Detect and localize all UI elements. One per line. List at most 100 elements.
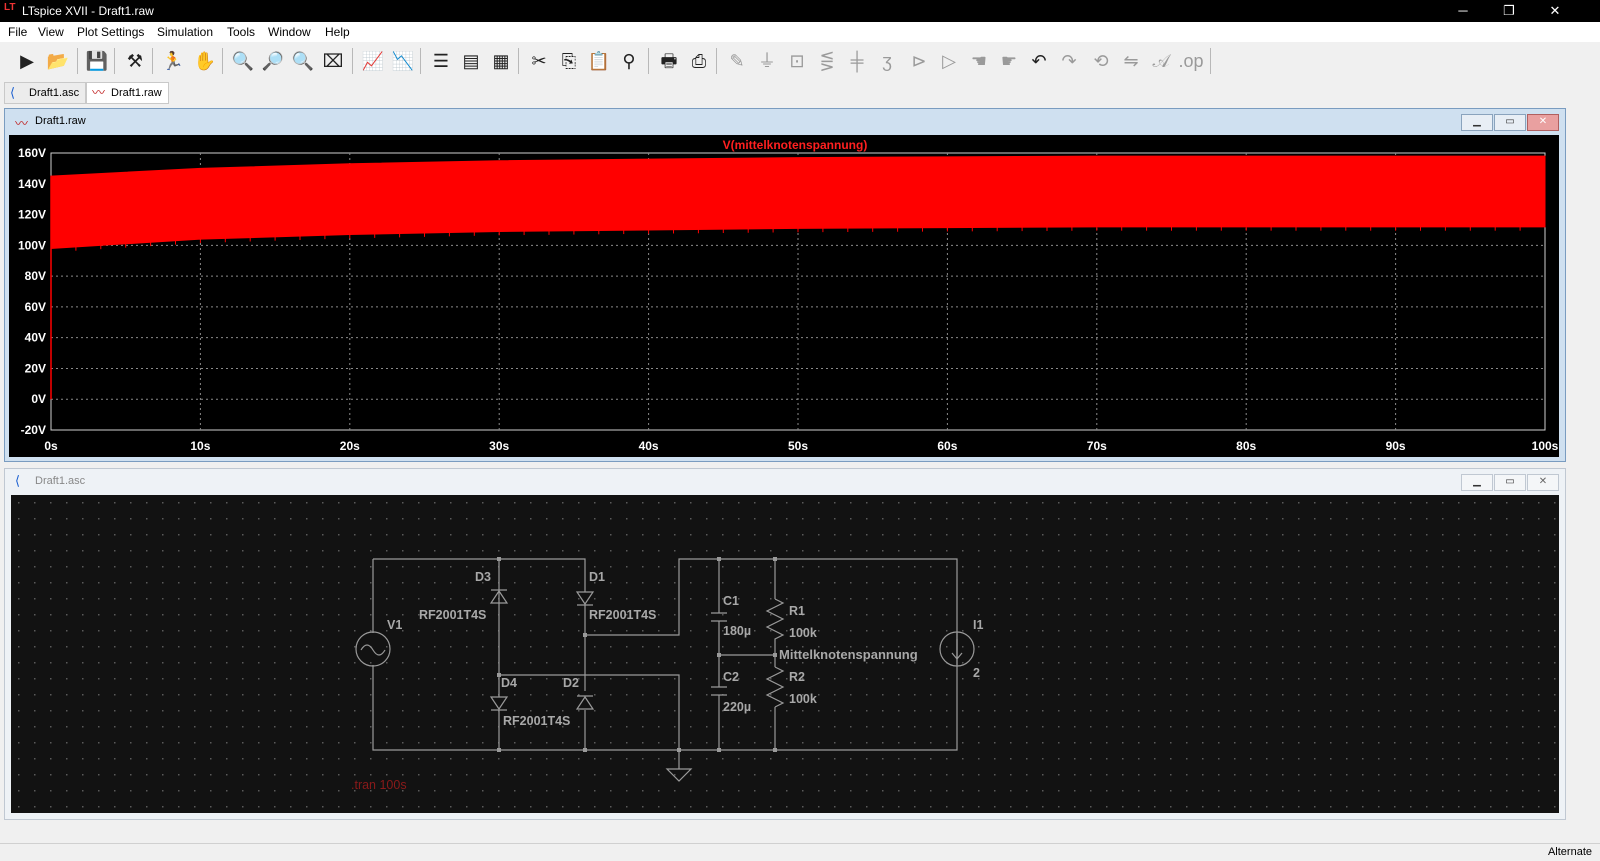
tile-vertical-icon[interactable]: ▤	[462, 51, 480, 71]
c2-label[interactable]: C2	[723, 670, 739, 684]
menu-simulation[interactable]: Simulation	[157, 25, 214, 39]
cut-icon[interactable]: ✂	[531, 51, 547, 71]
close-button[interactable]: ✕	[1549, 3, 1561, 18]
cascade-windows-icon[interactable]: ▦	[492, 51, 510, 71]
label-net-icon[interactable]: ⊡	[789, 51, 805, 71]
r1-label[interactable]: R1	[789, 604, 805, 618]
capacitor-c2[interactable]	[711, 686, 727, 696]
capacitor-c1[interactable]	[711, 612, 727, 622]
control-panel-icon[interactable]: ⚒	[126, 51, 144, 71]
print-preview-icon[interactable]: ⎙	[691, 51, 707, 71]
trace-label[interactable]: V(mittelknotenspannung)	[723, 138, 868, 152]
y-tick-label: 160V	[18, 146, 46, 160]
mirror-icon[interactable]: ⇋	[1123, 51, 1139, 71]
diode-d3[interactable]	[489, 589, 509, 604]
paste-icon[interactable]: 📋	[587, 51, 611, 71]
undo-icon[interactable]: ↶	[1031, 51, 1047, 71]
plot-restore-button[interactable]: ▭	[1494, 114, 1526, 131]
component-icon[interactable]: ▷	[942, 51, 956, 71]
schematic-close-button[interactable]: ✕	[1527, 474, 1559, 491]
ground-icon[interactable]: ⏚	[758, 51, 776, 71]
resistor-icon[interactable]: ⋚	[819, 51, 835, 71]
tab-draft1-asc[interactable]: ⟨ Draft1.asc	[4, 82, 87, 104]
v1-label[interactable]: V1	[387, 618, 402, 632]
zoom-out-icon[interactable]: 🔍	[291, 51, 315, 71]
schematic-canvas[interactable]: D3 D1 RF2001T4S RF2001T4S D4 D2 RF2001T4…	[11, 495, 1559, 813]
resistor-r2[interactable]	[765, 666, 785, 708]
plot-close-button[interactable]: ✕	[1527, 114, 1559, 131]
diode-d1[interactable]	[575, 591, 595, 606]
minimize-button[interactable]: ─	[1458, 3, 1468, 18]
r1-value[interactable]: 100k	[789, 626, 817, 640]
zoom-fit-icon[interactable]: 🔎	[261, 51, 285, 71]
current-source-i1[interactable]	[939, 631, 975, 667]
diode-icon[interactable]: ⊳	[911, 51, 927, 71]
move-hand-icon[interactable]: ☚	[970, 51, 988, 71]
zoom-in-icon[interactable]: 🔍	[231, 51, 255, 71]
spice-directive-icon[interactable]: .op	[1178, 51, 1204, 71]
menu-help[interactable]: Help	[325, 25, 350, 39]
tab-draft1-raw[interactable]: 〰 Draft1.raw	[86, 82, 169, 104]
d4-d2-model-label[interactable]: RF2001T4S	[503, 714, 570, 728]
find-binoculars-icon[interactable]: ⚲	[622, 51, 636, 71]
print-icon[interactable]: 🖶	[660, 51, 678, 71]
c1-value[interactable]: 180µ	[723, 624, 751, 638]
waveform-icon: 〰	[92, 85, 106, 100]
toolbar-separator	[77, 48, 78, 74]
add-plot-pane-icon[interactable]: 📉	[391, 51, 415, 71]
copy-icon[interactable]: ⎘	[561, 51, 577, 71]
menu-view[interactable]: View	[38, 25, 64, 39]
net-label-mittelknotenspannung[interactable]: Mittelknotenspannung	[779, 647, 918, 662]
restore-button[interactable]: ❐	[1503, 3, 1515, 18]
spice-directive[interactable]: .tran 100s	[351, 778, 407, 792]
c1-label[interactable]: C1	[723, 594, 739, 608]
tile-horizontal-icon[interactable]: ☰	[432, 51, 450, 71]
capacitor-icon[interactable]: ╪	[850, 51, 864, 71]
d1-model-label[interactable]: RF2001T4S	[589, 608, 656, 622]
autorange-icon[interactable]: 📈	[361, 51, 385, 71]
redo-icon[interactable]: ↷	[1061, 51, 1077, 71]
open-folder-icon[interactable]: 📂	[46, 51, 70, 71]
menu-file[interactable]: File	[8, 25, 28, 39]
menu-tools[interactable]: Tools	[227, 25, 256, 39]
c2-value[interactable]: 220µ	[723, 700, 751, 714]
schematic-minimize-button[interactable]: ▁	[1461, 474, 1493, 491]
pan-hand-icon[interactable]: ✋	[193, 51, 217, 71]
drag-hand-icon[interactable]: ☛	[1000, 51, 1018, 71]
r2-value[interactable]: 100k	[789, 692, 817, 706]
schematic-window-titlebar: ⟨ Draft1.asc ▁ ▭ ✕	[5, 469, 1565, 493]
inductor-icon[interactable]: ʒ	[882, 51, 892, 71]
plot-window-title: Draft1.raw	[35, 115, 86, 127]
status-text: Alternate	[1547, 846, 1592, 858]
ground-symbol	[665, 768, 693, 782]
rotate-icon[interactable]: ⟲	[1093, 51, 1109, 71]
toolbar-separator	[1210, 48, 1211, 74]
i1-value[interactable]: 2	[973, 666, 980, 680]
menu-window[interactable]: Window	[268, 25, 311, 39]
diode-d4[interactable]	[489, 696, 509, 711]
voltage-source-v1[interactable]	[355, 631, 391, 667]
run-icon[interactable]: ▶	[20, 51, 34, 71]
resistor-r1[interactable]	[765, 598, 785, 643]
save-icon[interactable]: 💾	[85, 51, 109, 71]
d3-model-label[interactable]: RF2001T4S	[419, 608, 486, 622]
r2-label[interactable]: R2	[789, 670, 805, 684]
d4-label[interactable]: D4	[501, 676, 517, 690]
wire-pencil-icon[interactable]: ✎	[729, 51, 745, 71]
menu-plot-settings[interactable]: Plot Settings	[77, 25, 145, 39]
diode-d2[interactable]	[575, 695, 595, 710]
schematic-restore-button[interactable]: ▭	[1494, 474, 1526, 491]
plot-minimize-button[interactable]: ▁	[1461, 114, 1493, 131]
x-tick-label: 90s	[1386, 439, 1406, 453]
d2-label[interactable]: D2	[563, 676, 579, 690]
d3-label[interactable]: D3	[475, 570, 491, 584]
schematic-grid	[11, 495, 1559, 813]
d1-label[interactable]: D1	[589, 570, 605, 584]
i1-label[interactable]: I1	[973, 618, 983, 632]
schematic-pane[interactable]: D3 D1 RF2001T4S RF2001T4S D4 D2 RF2001T4…	[11, 495, 1559, 813]
zoom-cancel-icon[interactable]: ⌧	[322, 51, 344, 71]
run-simulation-icon[interactable]: 🏃	[161, 51, 185, 71]
text-icon[interactable]: 𝒜	[1152, 51, 1170, 71]
